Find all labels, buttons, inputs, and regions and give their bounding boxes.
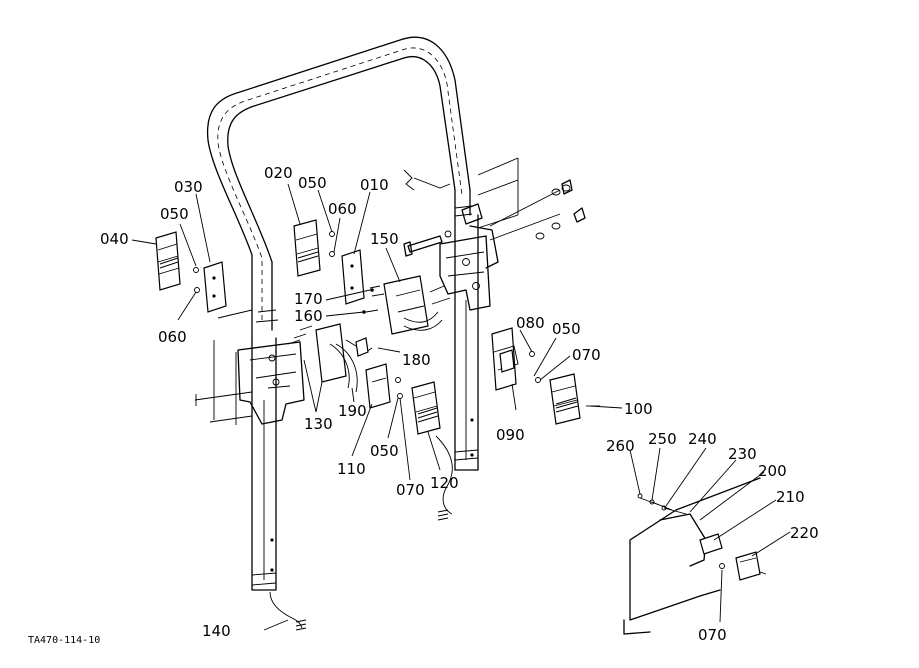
label-070-bottom: 070 (698, 626, 727, 644)
label-150: 150 (370, 230, 399, 248)
leader-lines (131, 183, 791, 631)
label-130: 130 (304, 415, 333, 433)
label-100: 100 (624, 400, 653, 418)
label-120: 120 (430, 474, 459, 492)
center-lamp-group (293, 219, 365, 305)
label-060-left: 060 (158, 328, 187, 346)
label-050-center: 050 (298, 174, 327, 192)
label-250: 250 (648, 430, 677, 448)
part-labels: 010 020 030 040 050 050 060 060 150 170 … (100, 164, 819, 644)
label-050-left: 050 (160, 205, 189, 223)
label-210: 210 (776, 488, 805, 506)
label-110: 110 (337, 460, 366, 478)
bracket-090-lamp-100 (491, 327, 600, 425)
label-010: 010 (360, 176, 389, 194)
label-200: 200 (758, 462, 787, 480)
label-060-center: 060 (328, 200, 357, 218)
label-190: 190 (338, 402, 367, 420)
left-lamp-group (155, 231, 227, 313)
label-050-right: 050 (552, 320, 581, 338)
label-070-lower: 070 (396, 481, 425, 499)
label-020: 020 (264, 164, 293, 182)
label-220: 220 (790, 524, 819, 542)
wire-140 (269, 591, 307, 631)
label-260: 260 (606, 437, 635, 455)
label-030: 030 (174, 178, 203, 196)
label-170: 170 (294, 290, 323, 308)
bracket-150-group (362, 275, 451, 335)
pin-bolt-assembly (403, 169, 586, 257)
label-050-lower: 050 (370, 442, 399, 460)
label-090: 090 (496, 426, 525, 444)
fender-200-group (623, 477, 767, 635)
label-180: 180 (402, 351, 431, 369)
drawing-code: TA470-114-10 (28, 635, 100, 646)
label-230: 230 (728, 445, 757, 463)
label-040: 040 (100, 230, 129, 248)
label-240: 240 (688, 430, 717, 448)
bracket-130-group (287, 323, 403, 409)
label-160: 160 (294, 307, 323, 325)
lamp-120 (411, 381, 453, 521)
rollbar-frame (194, 36, 519, 591)
label-080: 080 (516, 314, 545, 332)
label-140: 140 (202, 622, 231, 640)
label-070-right: 070 (572, 346, 601, 364)
